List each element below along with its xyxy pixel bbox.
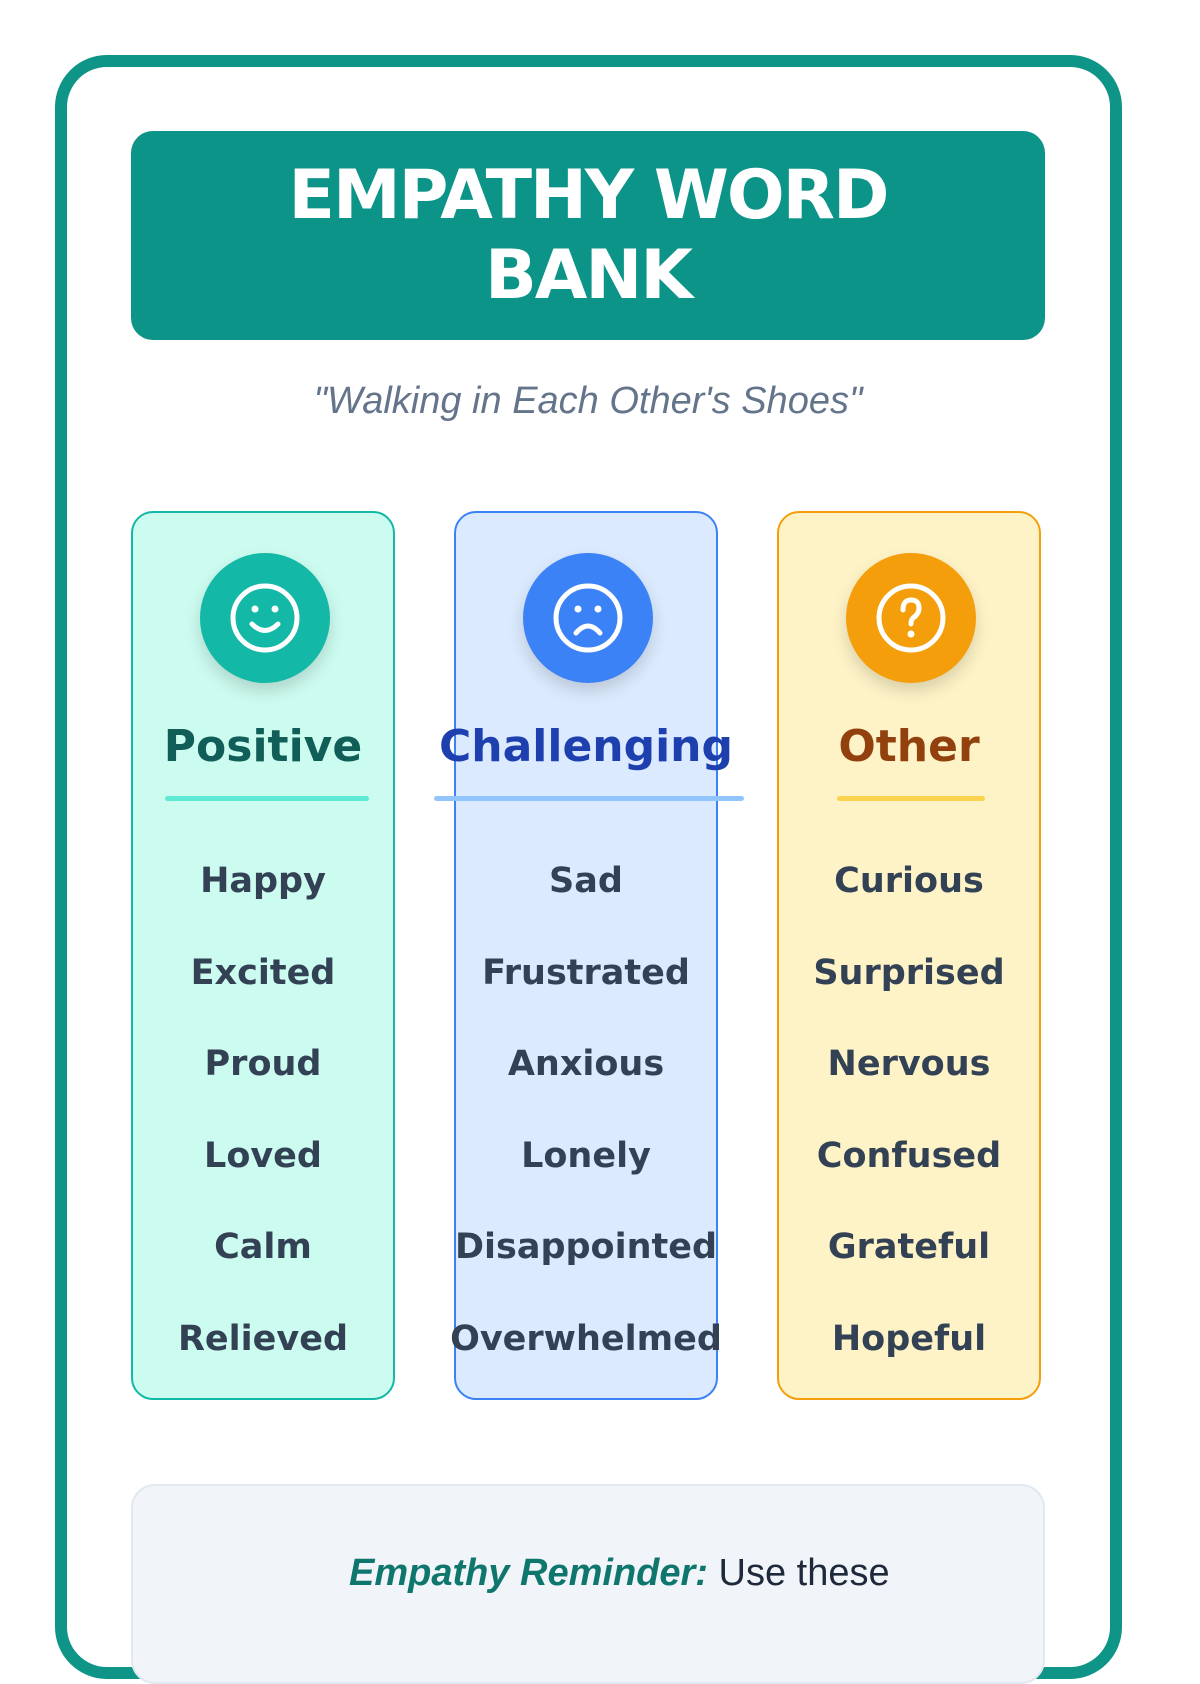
reminder-label: Empathy Reminder:	[349, 1552, 708, 1594]
word-item: Anxious	[507, 1044, 665, 1084]
word-item: Lonely	[521, 1135, 651, 1176]
page-title: EMPATHY WORD BANK	[288, 155, 890, 315]
word-item: Grateful	[827, 1227, 991, 1267]
smile-icon	[200, 553, 330, 683]
heading-underline	[434, 796, 744, 801]
word-item: Excited	[190, 952, 336, 993]
word-item: Curious	[834, 861, 984, 901]
column-heading: Challenging	[438, 721, 734, 772]
word-item: Happy	[200, 861, 326, 901]
word-item: Relieved	[177, 1318, 349, 1359]
word-item: Sad	[549, 861, 623, 901]
word-item: Proud	[204, 1044, 322, 1084]
heading-underline	[165, 796, 369, 801]
reminder-body: Use these	[707, 1552, 890, 1594]
empathy-reminder-box: Empathy Reminder: Use these	[131, 1484, 1045, 1684]
question-icon	[846, 553, 976, 683]
title-banner: EMPATHY WORD BANK	[131, 131, 1045, 340]
word-item: Disappointed	[454, 1227, 718, 1267]
word-item: Calm	[214, 1227, 312, 1267]
reminder-text: Empathy Reminder: Use these	[349, 1552, 890, 1595]
column-heading: Other	[838, 721, 980, 772]
column-other: Other Curious Surprised Nervous Confused…	[777, 511, 1041, 1400]
subtitle: "Walking in Each Other's Shoes"	[313, 380, 863, 422]
word-item: Nervous	[827, 1044, 991, 1084]
column-heading: Positive	[163, 721, 363, 772]
word-item: Loved	[204, 1135, 322, 1176]
column-challenging: Challenging Sad Frustrated Anxious Lonel…	[434, 511, 744, 1400]
word-item: Surprised	[813, 952, 1005, 993]
word-item: Confused	[816, 1135, 1002, 1176]
frown-icon	[523, 553, 653, 683]
word-item: Frustrated	[482, 952, 690, 993]
column-positive: Positive Happy Excited Proud Loved Calm …	[131, 511, 395, 1400]
word-item: Overwhelmed	[450, 1318, 722, 1359]
heading-underline	[837, 796, 985, 801]
word-item: Hopeful	[831, 1318, 987, 1359]
